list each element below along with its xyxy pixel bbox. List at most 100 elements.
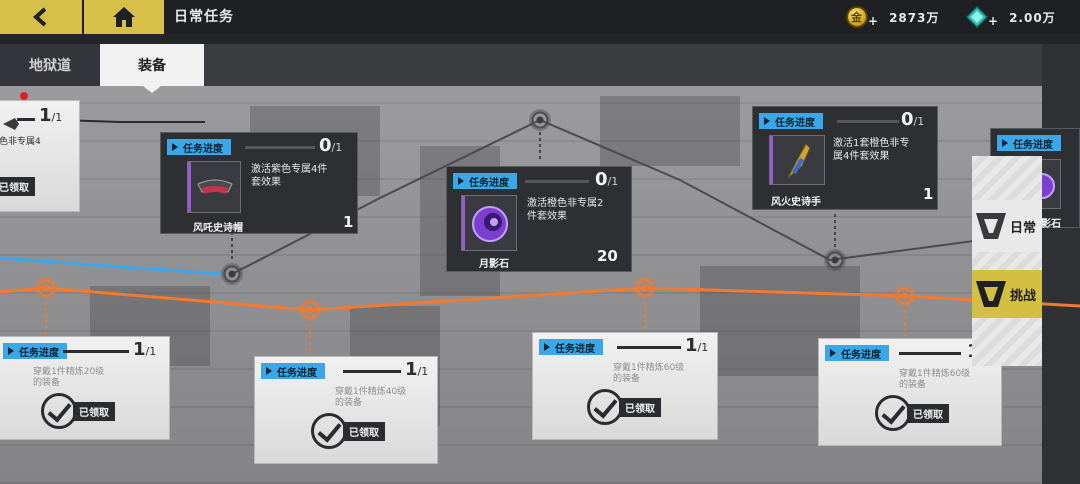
task-card-partial-left[interactable]: 1/1 色非专属4 已领取 <box>0 100 80 212</box>
side-tab-blank <box>972 318 1042 366</box>
tab-equip[interactable]: 装备 <box>100 44 204 86</box>
task-progress-badge: 任务进度 <box>539 339 603 355</box>
side-tab-blank <box>972 252 1042 270</box>
task-desc: 色非专属4 <box>0 137 41 147</box>
blade-icon <box>3 118 19 130</box>
claimed-task-card[interactable]: 任务进度 1/1 穿戴1件精炼40级的装备 已领取 <box>254 356 438 464</box>
task-progress-badge: 任务进度 <box>453 173 517 189</box>
diamond-currency: + 2.00万 <box>966 4 1056 30</box>
claimed-task-card[interactable]: 任务进度 1/1 穿戴1件精炼60级的装备 已领取 <box>532 332 718 440</box>
side-tab-challenge-label: 挑战 <box>1009 288 1036 304</box>
orange-path-line <box>0 286 1080 312</box>
task-progress-badge: 任务进度 <box>825 345 889 361</box>
task-desc: 激活1套橙色非专属4件套效果 <box>833 138 910 162</box>
progress-count: 1/1 <box>39 105 63 126</box>
progress-count: 1/1 <box>685 335 709 356</box>
claimed-label: 已领取 <box>619 397 661 417</box>
item-qty: 1 <box>923 185 934 203</box>
claimed-status: 已领取 <box>875 395 949 431</box>
diamond-icon <box>966 6 988 28</box>
check-icon <box>875 395 911 431</box>
item-qty: 1 <box>343 213 354 231</box>
item-slot[interactable] <box>769 135 825 185</box>
claimed-label: 已领取 <box>73 401 115 421</box>
progress-count: 0/1 <box>319 135 343 156</box>
add-gold-button[interactable]: + <box>868 14 880 28</box>
task-progress-badge: 任务进度 <box>3 343 67 359</box>
glove-icon <box>787 143 811 179</box>
side-tab-daily-label: 日常 <box>1009 220 1036 236</box>
task-desc: 穿戴1件精炼20级的装备 <box>33 367 105 388</box>
progress-bar <box>63 350 129 353</box>
check-icon <box>587 389 623 425</box>
progress-bar <box>899 352 961 355</box>
check-icon <box>41 393 77 429</box>
home-button[interactable] <box>82 0 164 34</box>
path-node[interactable] <box>824 249 846 271</box>
path-node[interactable] <box>221 263 243 285</box>
emblem-icon <box>976 213 1006 239</box>
claimed-label: 已领取 <box>0 177 35 196</box>
path-node[interactable] <box>634 277 656 299</box>
progress-bar-bg <box>837 120 899 123</box>
claimed-status: 已领取 <box>311 413 385 449</box>
path-node[interactable] <box>35 277 57 299</box>
claimed-label: 已领取 <box>343 421 385 441</box>
item-name: 风吒史诗帽 <box>193 223 243 234</box>
task-progress-badge: 任务进度 <box>167 139 231 155</box>
task-card[interactable]: 任务进度 0/1 激活紫色专属4件套效果 风吒史诗帽 1 <box>160 132 358 234</box>
item-name: 影石 <box>1041 219 1061 230</box>
tab-active-notch <box>143 86 161 93</box>
item-slot[interactable] <box>187 161 241 213</box>
item-slot[interactable] <box>461 195 517 251</box>
task-progress-badge: 任务进度 <box>997 135 1061 151</box>
item-name: 月影石 <box>479 259 509 270</box>
task-desc: 穿戴1件精炼60级的装备 <box>613 363 685 384</box>
progress-bar-bg <box>245 146 315 149</box>
side-tab-blank <box>972 156 1042 200</box>
right-strip <box>1042 44 1080 484</box>
home-icon <box>113 7 135 27</box>
notification-dot <box>20 92 28 100</box>
progress-count: 0/1 <box>595 169 619 190</box>
task-desc: 激活紫色专属4件套效果 <box>251 164 328 188</box>
progress-count: 1/1 <box>405 359 429 380</box>
back-arrow-icon <box>32 7 47 27</box>
progress-bar <box>343 370 401 373</box>
item-name: 风火史诗手 <box>771 197 821 208</box>
path-node[interactable] <box>529 109 551 131</box>
task-progress-badge: 任务进度 <box>261 363 325 379</box>
side-tab-challenge[interactable]: 挑战 <box>972 270 1042 318</box>
back-button[interactable] <box>0 0 82 34</box>
progress-count: 1/1 <box>133 339 157 360</box>
add-diamond-button[interactable]: + <box>988 14 1000 28</box>
claimed-status: 已领取 <box>41 393 115 429</box>
hat-icon <box>197 179 233 194</box>
path-node[interactable] <box>299 299 321 321</box>
task-card[interactable]: 任务进度 0/1 激活1套橙色非专属4件套效果 风火史诗手 1 <box>752 106 938 210</box>
gold-coin-icon: 金 <box>846 6 868 28</box>
claimed-label: 已领取 <box>907 403 949 423</box>
task-desc: 穿戴1件精炼60级的装备 <box>899 369 971 390</box>
gold-currency: 金 + 2873万 <box>846 4 939 30</box>
moonstone-icon <box>472 206 508 242</box>
claimed-task-card[interactable]: 任务进度 1/1 穿戴1件精炼20级的装备 已领取 <box>0 336 170 440</box>
progress-count: 0/1 <box>901 109 925 130</box>
task-desc: 穿戴1件精炼40级的装备 <box>335 387 407 408</box>
diamond-amount: 2.00万 <box>1009 10 1056 25</box>
side-tab-daily[interactable]: 日常 <box>972 200 1042 252</box>
path-node[interactable] <box>894 285 916 307</box>
check-icon <box>311 413 347 449</box>
item-qty: 20 <box>597 247 618 265</box>
tab-bar: 地狱道 装备 <box>0 44 1042 86</box>
progress-bar <box>617 346 681 349</box>
progress-bar <box>17 118 35 121</box>
task-progress-badge: 任务进度 <box>759 113 823 129</box>
tab-hell[interactable]: 地狱道 <box>0 44 100 86</box>
gold-amount: 2873万 <box>889 10 940 25</box>
emblem-icon <box>976 281 1006 307</box>
